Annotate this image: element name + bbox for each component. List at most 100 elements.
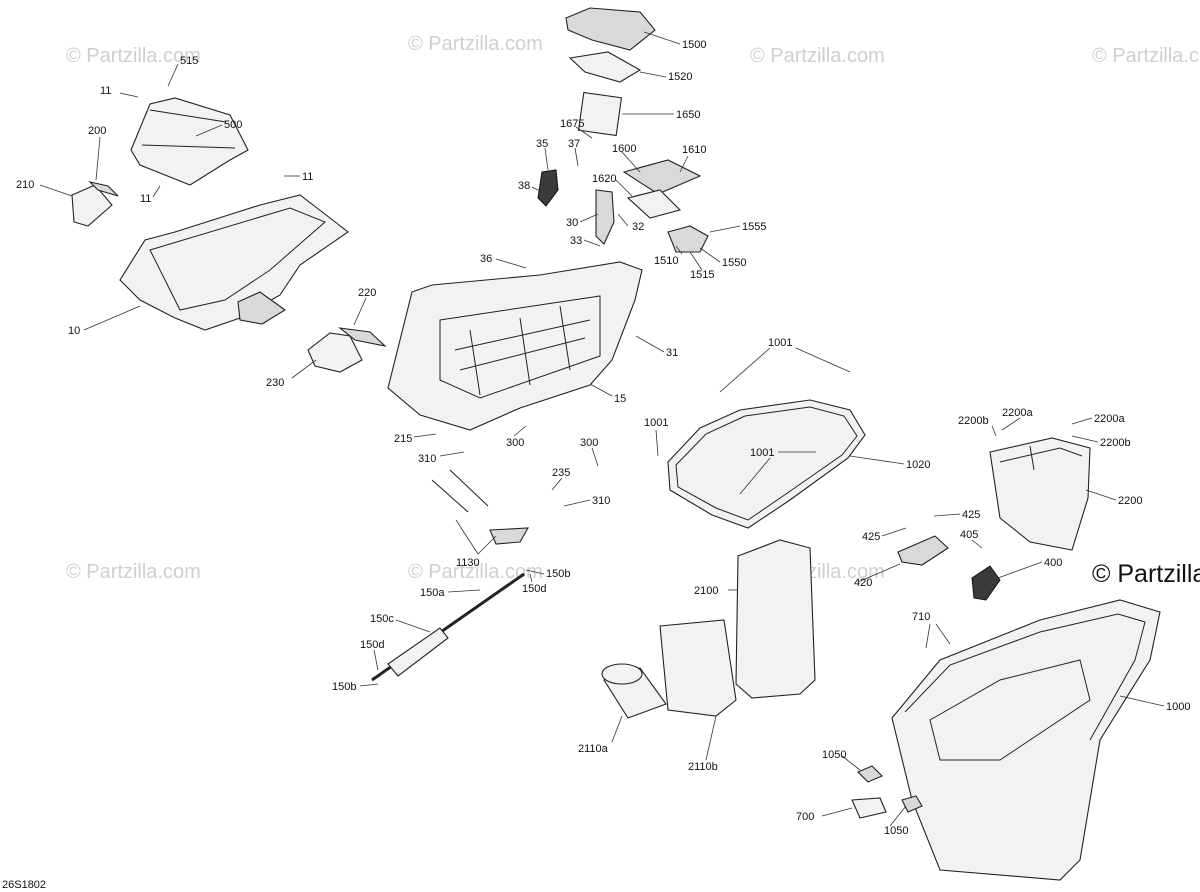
callout-220: 220 [358, 287, 376, 299]
callout-700: 700 [796, 811, 814, 823]
callout-2100: 2100 [694, 585, 718, 597]
callout-1600: 1600 [612, 143, 636, 155]
hinge-1510 [667, 225, 709, 253]
side-panel-10 [119, 194, 349, 331]
clip-1050 [857, 765, 883, 783]
callout-38: 38 [518, 180, 530, 192]
callout-1001: 1001 [768, 337, 792, 349]
callout-300: 300 [506, 437, 524, 449]
callout-33: 33 [570, 235, 582, 247]
gasket-1620 [626, 189, 682, 219]
callout-230: 230 [266, 377, 284, 389]
callout-235: 235 [552, 467, 570, 479]
callout-15: 15 [614, 393, 626, 405]
watermark: © Partzilla.com [408, 561, 543, 583]
filter-2110b [659, 619, 737, 717]
callout-300: 300 [580, 437, 598, 449]
lens-220 [338, 327, 387, 347]
filter-box-2100 [735, 539, 816, 699]
watermark-large: © Partzilla [1092, 560, 1200, 588]
callout-1555: 1555 [742, 221, 766, 233]
callout-150b: 150b [546, 568, 570, 580]
callout-labels: 515 11 500 200 210 11 11 10 220 230 1500… [16, 39, 1190, 837]
callout-425: 425 [962, 509, 980, 521]
clip-1050 [901, 795, 923, 813]
callout-1000: 1000 [1166, 701, 1190, 713]
watermark: © Partzilla.com [750, 45, 885, 67]
watermark: © Partzilla.com [408, 33, 543, 55]
callout-425: 425 [862, 531, 880, 543]
callout-150b: 150b [332, 681, 356, 693]
bracket [237, 291, 286, 325]
latch-400 [971, 565, 1001, 601]
callout-420: 420 [854, 577, 872, 589]
callout-32: 32 [632, 221, 644, 233]
callout-210: 210 [16, 179, 34, 191]
callout-1510: 1510 [654, 255, 678, 267]
callout-2110b: 2110b [688, 761, 718, 773]
bin-2200 [989, 437, 1091, 551]
callout-200: 200 [88, 125, 106, 137]
callout-1610: 1610 [682, 144, 706, 156]
callout-31: 31 [666, 347, 678, 359]
callout-1050: 1050 [884, 825, 908, 837]
bracket-420 [897, 535, 949, 566]
callout-500: 500 [224, 119, 242, 131]
callout-150d: 150d [522, 583, 546, 595]
callout-310: 310 [418, 453, 436, 465]
diagram-reference-code: 26S1802 [2, 879, 46, 891]
callout-1050: 1050 [822, 749, 846, 761]
spring-150c [387, 627, 449, 677]
seal-1020 [667, 399, 866, 529]
callout-2200: 2200 [1118, 495, 1142, 507]
callout-11: 11 [140, 193, 151, 205]
callout-1515: 1515 [690, 269, 714, 281]
seal-1520 [568, 51, 642, 83]
callout-30: 30 [566, 217, 578, 229]
callout-405: 405 [960, 529, 978, 541]
callout-11: 11 [302, 171, 313, 183]
plate-700 [851, 797, 887, 819]
watermark: © Partzilla.com [66, 45, 201, 67]
callout-1675: 1675 [560, 118, 584, 130]
callout-150a: 150a [420, 587, 445, 599]
tub-1000 [891, 599, 1161, 881]
callout-2200a: 2200a [1094, 413, 1125, 425]
callout-11: 11 [100, 85, 111, 97]
callout-215: 215 [394, 433, 412, 445]
lens-210 [71, 184, 113, 227]
leader-lines [39, 31, 1165, 827]
main-body-15 [387, 261, 643, 431]
cover-1600 [622, 159, 702, 195]
callout-36: 36 [480, 253, 492, 265]
watermark: © Partzilla.com [66, 561, 201, 583]
lens-200 [88, 181, 119, 197]
latch-30 [595, 189, 615, 245]
callout-10: 10 [68, 325, 80, 337]
front-cover-500 [130, 97, 249, 186]
lens-230 [307, 332, 363, 373]
callout-2200b: 2200b [958, 415, 989, 427]
callout-2110a: 2110a [578, 743, 609, 755]
callout-1020: 1020 [906, 459, 930, 471]
callout-150c: 150c [370, 613, 394, 625]
callout-150d: 150d [360, 639, 384, 651]
strap-clip [489, 527, 529, 545]
callout-1650: 1650 [676, 109, 700, 121]
callout-1001: 1001 [750, 447, 774, 459]
callout-2200b: 2200b [1100, 437, 1131, 449]
callout-710: 710 [912, 611, 930, 623]
callout-310: 310 [592, 495, 610, 507]
callout-515: 515 [180, 55, 198, 67]
strap-1130 [431, 469, 489, 513]
housing-1500 [565, 7, 656, 51]
callout-35: 35 [536, 138, 548, 150]
tube-2110a [601, 663, 667, 719]
callout-1520: 1520 [668, 71, 692, 83]
callout-1620: 1620 [592, 173, 616, 185]
callout-2200a: 2200a [1002, 407, 1033, 419]
callout-1500: 1500 [682, 39, 706, 51]
callout-1550: 1550 [722, 257, 746, 269]
callout-37: 37 [568, 138, 580, 150]
